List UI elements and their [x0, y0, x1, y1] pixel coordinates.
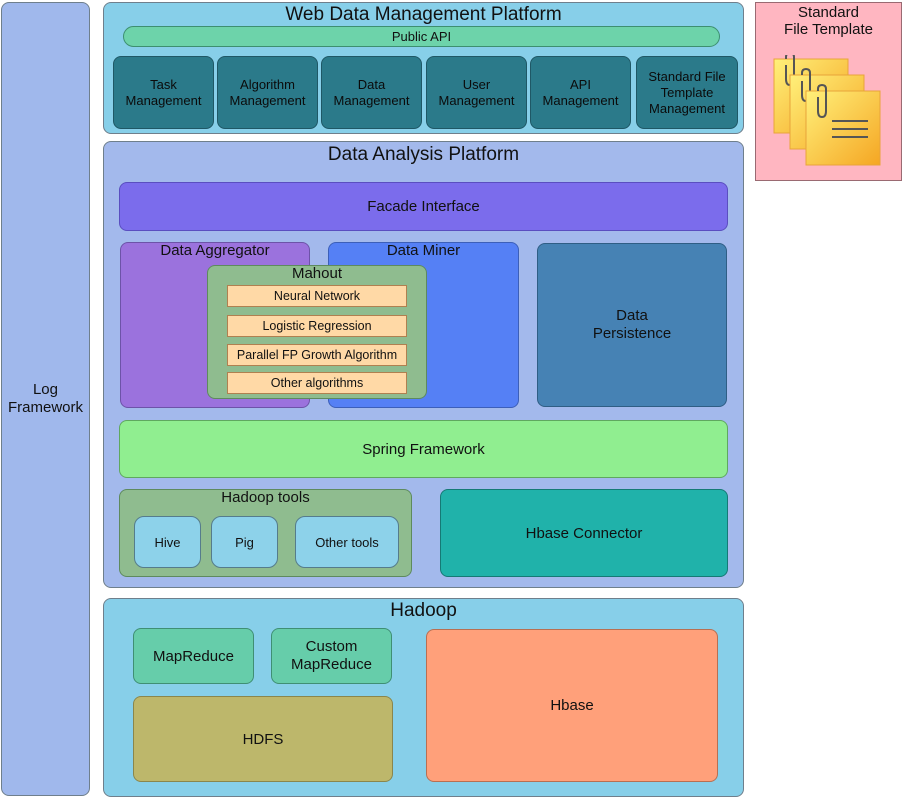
- algorithm-parallel-fp-growth: Parallel FP Growth Algorithm: [227, 344, 407, 366]
- data-persistence-label: Data Persistence: [592, 307, 672, 342]
- task-management-module: Task Management: [113, 56, 214, 129]
- mapreduce: MapReduce: [133, 628, 254, 684]
- data-aggregator-label: Data Aggregator: [160, 242, 270, 259]
- algorithm-management-module: Algorithm Management: [217, 56, 318, 129]
- documents-icon: [773, 55, 881, 166]
- public-api-label: Public API: [391, 29, 452, 44]
- log-framework: Log Framework: [1, 2, 90, 796]
- spring-framework: Spring Framework: [119, 420, 728, 478]
- hbase-label: Hbase: [550, 697, 594, 714]
- web-platform-title: Web Data Management Platform: [285, 4, 562, 25]
- module-label: API Management: [542, 76, 619, 108]
- hdfs: HDFS: [133, 696, 393, 782]
- standard-file-template: Standard File Template: [755, 2, 902, 181]
- algorithm-label: Logistic Regression: [262, 319, 372, 333]
- log-framework-label: Log Framework: [7, 381, 83, 416]
- data-miner-label: Data Miner: [386, 242, 461, 259]
- api-management-module: API Management: [530, 56, 631, 129]
- hadoop-tools-label: Hadoop tools: [221, 489, 310, 506]
- facade-interface: Facade Interface: [119, 182, 728, 231]
- algorithm-label: Other algorithms: [270, 376, 364, 390]
- mahout-label: Mahout: [291, 265, 343, 282]
- analysis-platform-title: Data Analysis Platform: [327, 144, 520, 165]
- hbase-connector: Hbase Connector: [440, 489, 728, 577]
- tool-label: Pig: [235, 534, 254, 550]
- module-label: Task Management: [125, 76, 202, 108]
- module-label: Data Management: [333, 76, 410, 108]
- tool-label: Hive: [154, 534, 181, 550]
- hbase-connector-label: Hbase Connector: [525, 524, 643, 542]
- algorithm-logistic-regression: Logistic Regression: [227, 315, 407, 337]
- tool-pig: Pig: [211, 516, 278, 568]
- algorithm-other: Other algorithms: [227, 372, 407, 394]
- facade-label: Facade Interface: [367, 198, 480, 215]
- tool-label: Other tools: [315, 534, 379, 550]
- spring-label: Spring Framework: [362, 440, 485, 458]
- hadoop-title: Hadoop: [390, 600, 457, 621]
- algorithm-neural-network: Neural Network: [227, 285, 407, 307]
- data-persistence: Data Persistence: [537, 243, 727, 407]
- hdfs-label: HDFS: [242, 730, 284, 748]
- tool-hive: Hive: [134, 516, 201, 568]
- hbase: Hbase: [426, 629, 718, 782]
- public-api-bar: Public API: [123, 26, 720, 47]
- custom-mapreduce-label: Custom MapReduce: [291, 638, 372, 673]
- algorithm-label: Neural Network: [273, 289, 361, 303]
- data-management-module: Data Management: [321, 56, 422, 129]
- user-management-module: User Management: [426, 56, 527, 129]
- module-label: Standard File Template Management: [648, 68, 726, 116]
- module-label: Algorithm Management: [229, 76, 306, 108]
- standard-file-template-management-module: Standard File Template Management: [636, 56, 738, 129]
- custom-mapreduce: Custom MapReduce: [271, 628, 392, 684]
- template-label: Standard File Template: [784, 4, 873, 38]
- module-label: User Management: [438, 76, 515, 108]
- algorithm-label: Parallel FP Growth Algorithm: [236, 348, 398, 362]
- mapreduce-label: MapReduce: [153, 647, 234, 665]
- tool-other-tools: Other tools: [295, 516, 399, 568]
